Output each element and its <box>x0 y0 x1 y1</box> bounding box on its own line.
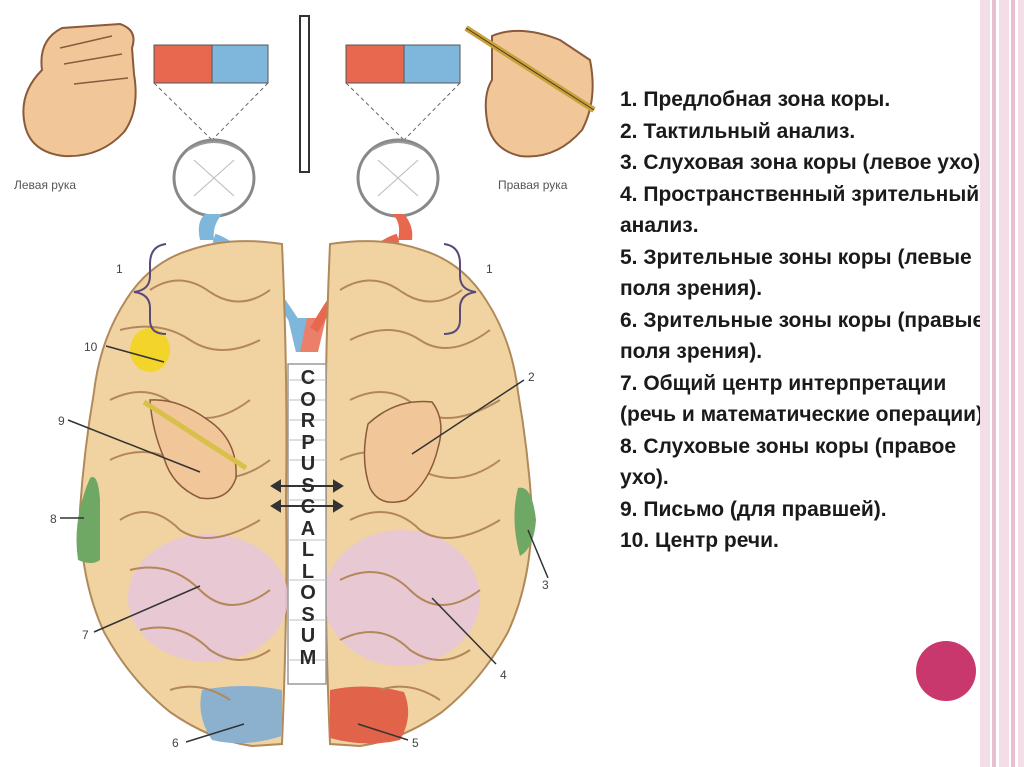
left-hand-illustration <box>22 22 137 158</box>
callout-2: 2 <box>528 370 535 384</box>
divider-bar <box>299 15 310 173</box>
right-stimulus <box>345 44 461 84</box>
callosum-letter: U <box>300 453 316 475</box>
callout-6: 6 <box>172 736 179 750</box>
writing-hand <box>142 399 248 500</box>
left-hemisphere <box>76 240 288 748</box>
right-hand-illustration <box>464 25 596 158</box>
callout-7: 7 <box>82 628 89 642</box>
legend-item: 9. Письмо (для правшей). <box>620 497 887 521</box>
legend-item: 3. Слуховая зона коры (левое ухо). <box>620 151 986 174</box>
legend-item: 6. Зрительные зоны коры (правые поля зре… <box>620 308 985 364</box>
touching-hand <box>363 400 442 503</box>
callosum-letter: L <box>301 539 315 561</box>
corpus-callosum-label: C O R P U S C A L L O S U M <box>290 367 326 669</box>
left-hand-caption: Левая рука <box>14 178 77 192</box>
legend-item: 4. Пространственный зрительный анализ. <box>620 182 980 238</box>
callout-9: 9 <box>58 414 65 428</box>
legend-item: 8. Слуховые зоны коры (правое ухо). <box>620 434 957 490</box>
callout-1-left: 1 <box>116 262 123 276</box>
legend-item: 1. Предлобная зона коры. <box>620 88 891 111</box>
callosum-letter: S <box>301 603 315 626</box>
callosum-letter: M <box>299 646 317 669</box>
legend-list: 1. Предлобная зона коры. 2. Тактильный а… <box>620 84 1005 557</box>
legend-item: 5. Зрительные зоны коры (левые поля зрен… <box>620 245 972 301</box>
leader-lines <box>60 345 549 743</box>
callosum-letter: C <box>300 496 316 518</box>
callosum-letter: C <box>300 367 316 389</box>
legend-item: 7. Общий центр интерпретации (речь и мат… <box>620 371 989 427</box>
callout-8: 8 <box>50 512 57 526</box>
right-eye <box>356 138 440 240</box>
left-eye <box>172 138 256 240</box>
callosum-striations <box>288 379 326 661</box>
decorative-stripes <box>980 0 1024 767</box>
callout-3: 3 <box>542 578 549 592</box>
callosum-letter: O <box>300 388 316 411</box>
brace-left <box>133 243 167 335</box>
left-stimulus <box>153 44 269 84</box>
callosum-letter: U <box>300 625 316 647</box>
legend-item: 10. Центр речи. <box>620 529 779 552</box>
brace-right <box>443 243 477 335</box>
callout-5: 5 <box>412 736 419 750</box>
callout-10: 10 <box>84 340 98 354</box>
callosum-letter: S <box>301 474 315 497</box>
corpus-callosum <box>287 363 327 685</box>
callosum-letter: R <box>300 410 316 432</box>
accent-dot <box>916 641 976 701</box>
callosum-letter: A <box>300 517 316 540</box>
callosum-letter: O <box>300 582 316 604</box>
projection-lines <box>153 82 461 141</box>
callosum-arrows <box>270 479 344 513</box>
right-hemisphere <box>324 240 536 748</box>
callout-4: 4 <box>500 668 507 682</box>
right-hand-caption: Правая рука <box>498 178 568 192</box>
callout-1-right: 1 <box>486 262 493 276</box>
callosum-letter: P <box>301 431 315 454</box>
legend-item: 2. Тактильный анализ. <box>620 119 856 143</box>
callosum-letter: L <box>301 560 315 583</box>
